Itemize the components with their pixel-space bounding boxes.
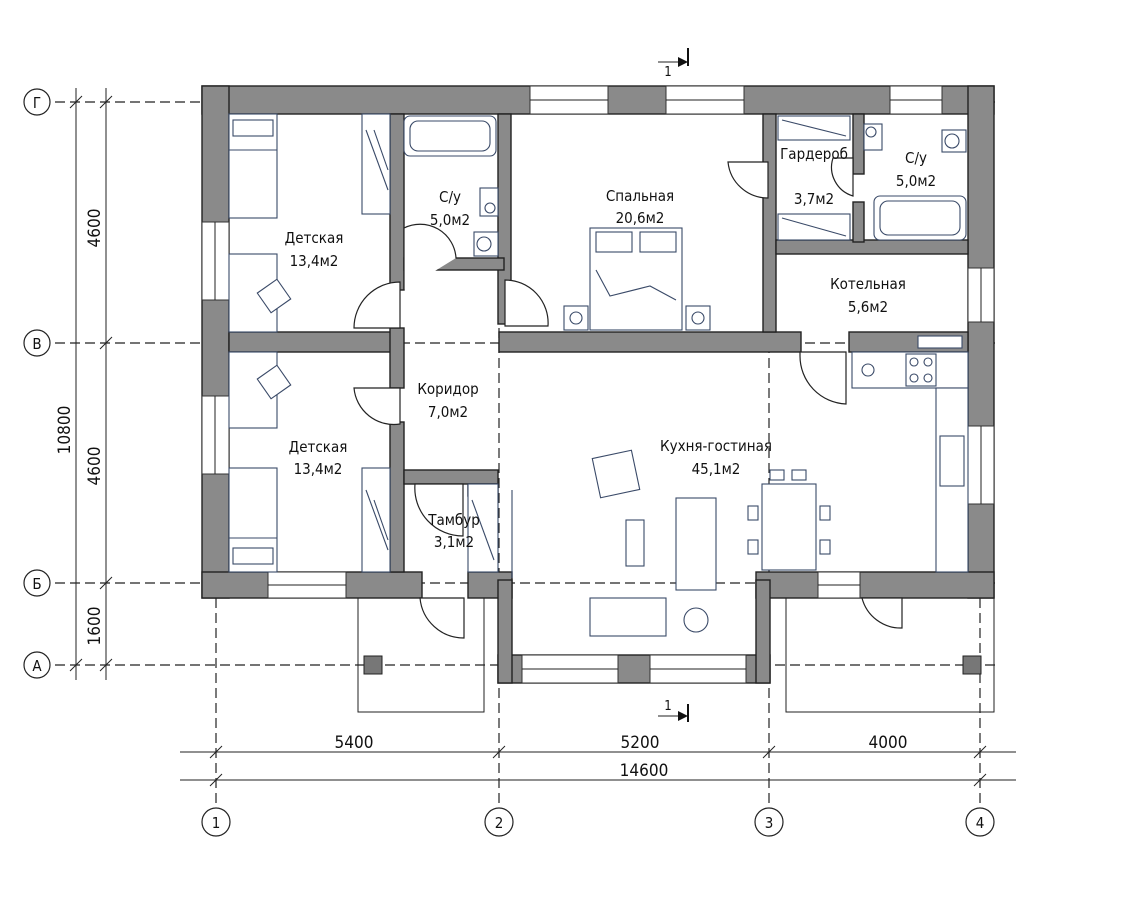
room-bedroom-area: 20,6м2: [616, 209, 665, 227]
axis-bubbles: Г В Б А 1 2 3 4: [23, 88, 995, 837]
room-wc2-area: 5,0м2: [896, 172, 936, 190]
room-kids2-area: 13,4м2: [294, 460, 343, 478]
room-corridor-area: 7,0м2: [428, 403, 468, 421]
axis-label-1: 1: [212, 814, 221, 832]
room-kids2-name: Детская: [289, 438, 348, 456]
dim-bottom-2: 5200: [621, 733, 660, 753]
room-vestibule-area: 3,1м2: [434, 533, 474, 551]
doors: [353, 157, 903, 639]
room-boiler-name: Котельная: [830, 275, 906, 293]
dim-bottom-total: 14600: [620, 761, 669, 781]
section-mark-top: 1: [664, 65, 671, 80]
furniture: [228, 113, 969, 637]
room-wardrobe-name: Гардероб: [780, 145, 848, 163]
dim-left-3: 1600: [85, 607, 105, 646]
room-bedroom-name: Спальная: [606, 187, 674, 205]
axis-label-g: Г: [33, 94, 41, 112]
room-vestibule-name: Тамбур: [427, 511, 480, 529]
room-wc2-name: С/у: [905, 149, 927, 167]
dim-bottom-1: 5400: [335, 733, 374, 753]
axis-label-4: 4: [976, 814, 985, 832]
axis-label-a: А: [32, 657, 42, 675]
room-wardrobe-area: 3,7м2: [794, 190, 834, 208]
room-kitchen-name: Кухня-гостиная: [660, 437, 772, 455]
dim-left-2: 4600: [85, 447, 105, 486]
room-wc1-name: С/у: [439, 188, 461, 206]
dim-left-1: 4600: [85, 209, 105, 248]
room-kitchen-area: 45,1м2: [692, 460, 741, 478]
dim-bottom-3: 4000: [869, 733, 908, 753]
room-kids1-area: 13,4м2: [290, 252, 339, 270]
windows: [201, 85, 995, 684]
grid-lines: [55, 88, 1000, 808]
room-labels: Детская 13,4м2 С/у 5,0м2 Спальная 20,6м2…: [285, 145, 936, 551]
axis-label-2: 2: [495, 814, 504, 832]
axis-label-v: В: [32, 335, 41, 353]
dimensions-bottom: 5400 5200 4000 14600: [180, 733, 1016, 787]
room-wc1-area: 5,0м2: [430, 211, 470, 229]
dim-left-total: 10800: [55, 406, 75, 455]
room-corridor-name: Коридор: [417, 380, 478, 398]
section-mark-bottom: 1: [664, 699, 671, 714]
room-kids1-name: Детская: [285, 229, 344, 247]
section-marks: 1 1: [658, 48, 689, 722]
room-boiler-area: 5,6м2: [848, 298, 888, 316]
axis-label-3: 3: [765, 814, 774, 832]
axis-label-b: Б: [32, 575, 41, 593]
terraces: [357, 598, 995, 713]
dimensions-left: 4600 4600 1600 10800: [55, 88, 113, 680]
